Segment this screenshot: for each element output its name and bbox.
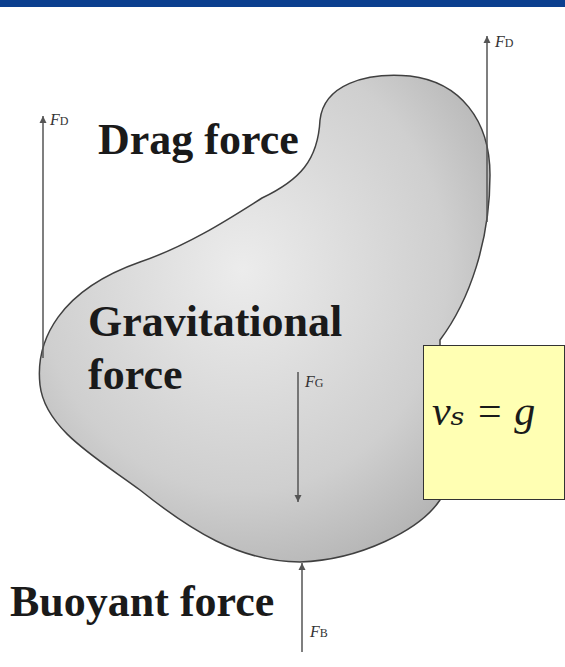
force-symbol: FG	[305, 374, 323, 390]
settling-velocity-formula: vₛ = g	[424, 346, 564, 434]
header-bar	[0, 0, 565, 7]
force-label: Gravitational force	[88, 296, 388, 402]
force-label: Drag force	[96, 116, 301, 164]
drag-arrow-left	[42, 116, 44, 358]
force-symbol: FB	[310, 624, 328, 640]
buoyancy-arrow	[301, 563, 303, 652]
formula-box: vₛ = g	[423, 345, 565, 500]
force-symbol: FD	[50, 112, 68, 128]
force-label: Buoyant force	[8, 578, 276, 626]
force-symbol: FD	[495, 34, 513, 50]
